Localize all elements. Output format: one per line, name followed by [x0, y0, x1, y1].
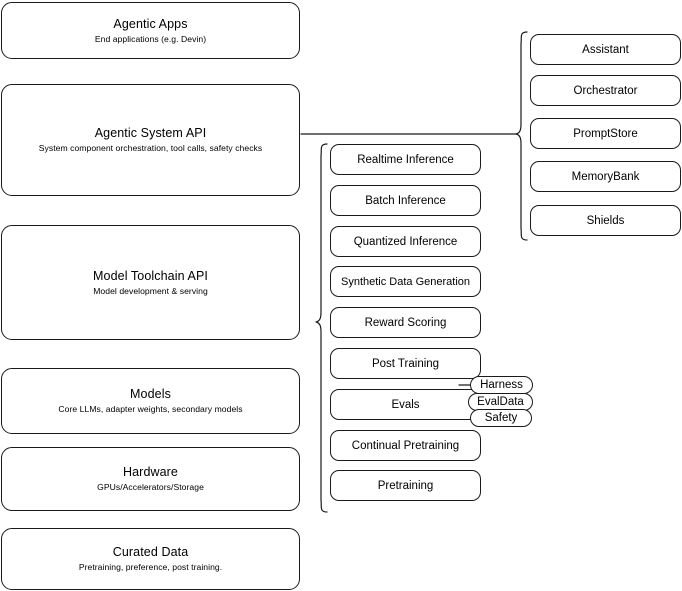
layer-subtitle: Model development & serving: [93, 285, 208, 296]
system-component-promptstore[interactable]: PromptStore: [530, 118, 681, 149]
layer-title: Models: [130, 387, 171, 401]
toolchain-item-synthetic-data-generation[interactable]: Synthetic Data Generation: [330, 266, 481, 297]
evals-subcomponent-harness[interactable]: Harness: [470, 376, 533, 394]
layer-agentic-system-api[interactable]: Agentic System API System component orch…: [1, 84, 300, 196]
layer-model-toolchain-api[interactable]: Model Toolchain API Model development & …: [1, 225, 300, 340]
toolchain-item-post-training[interactable]: Post Training: [330, 348, 481, 379]
layer-agentic-apps[interactable]: Agentic Apps End applications (e.g. Devi…: [1, 2, 300, 59]
system-component-assistant[interactable]: Assistant: [530, 34, 681, 65]
layer-title: Agentic Apps: [113, 16, 188, 31]
toolchain-item-realtime-inference[interactable]: Realtime Inference: [330, 144, 481, 175]
system-component-memorybank[interactable]: MemoryBank: [530, 161, 681, 192]
middle-brace: [315, 143, 328, 513]
toolchain-item-evals[interactable]: Evals: [330, 389, 481, 420]
layer-title: Curated Data: [112, 545, 189, 559]
layer-title: Model Toolchain API: [93, 268, 208, 283]
system-component-orchestrator[interactable]: Orchestrator: [530, 75, 681, 106]
layer-subtitle: Pretraining, preference, post training.: [78, 562, 223, 572]
layer-subtitle: End applications (e.g. Devin): [94, 33, 207, 44]
layer-subtitle: GPUs/Accelerators/Storage: [97, 482, 204, 492]
layer-subtitle: Core LLMs, adapter weights, secondary mo…: [58, 404, 243, 414]
layer-subtitle: System component orchestration, tool cal…: [38, 143, 263, 153]
toolchain-item-pretraining[interactable]: Pretraining: [330, 470, 481, 501]
toolchain-item-batch-inference[interactable]: Batch Inference: [330, 185, 481, 216]
layer-curated-data[interactable]: Curated Data Pretraining, preference, po…: [1, 528, 300, 590]
evals-subcomponent-evaldata[interactable]: EvalData: [468, 393, 533, 411]
toolchain-item-quantized-inference[interactable]: Quantized Inference: [330, 226, 481, 257]
layer-title: Agentic System API: [94, 126, 207, 140]
layer-models[interactable]: Models Core LLMs, adapter weights, secon…: [1, 368, 300, 434]
layer-hardware[interactable]: Hardware GPUs/Accelerators/Storage: [1, 447, 300, 511]
toolchain-item-reward-scoring[interactable]: Reward Scoring: [330, 307, 481, 338]
toolchain-item-continual-pretraining[interactable]: Continual Pretraining: [330, 430, 481, 461]
system-component-shields[interactable]: Shields: [530, 205, 681, 236]
evals-subcomponent-safety[interactable]: Safety: [470, 409, 532, 427]
right-brace: [515, 31, 528, 241]
layer-title: Hardware: [123, 465, 178, 479]
